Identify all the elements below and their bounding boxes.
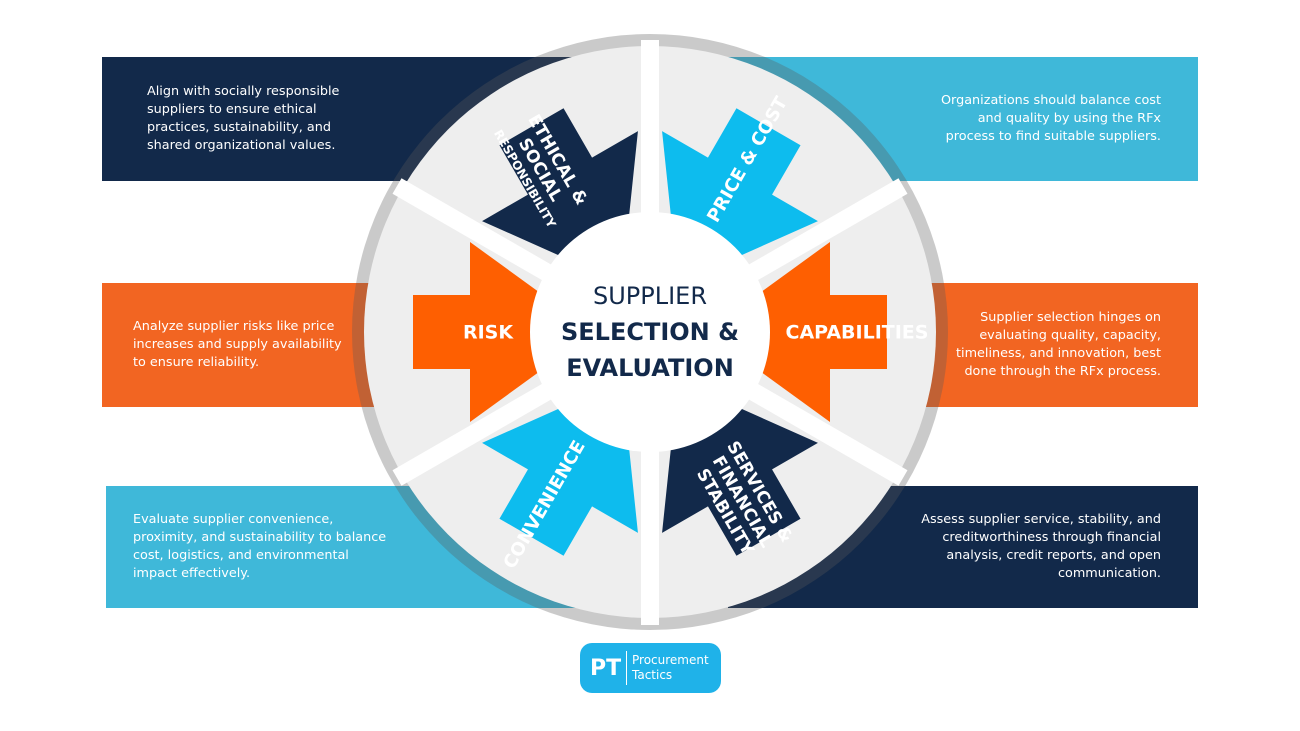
center-title-line3: EVALUATION bbox=[566, 354, 734, 382]
convenience-description: Evaluate supplier convenience, proximity… bbox=[133, 512, 387, 581]
logo-name: Procurement Tactics bbox=[632, 653, 709, 683]
center-title-line1: SUPPLIER bbox=[593, 282, 707, 310]
logo-divider bbox=[626, 651, 627, 685]
logo-name-line2: Tactics bbox=[632, 668, 673, 682]
capabilities-label: CAPABILITIES bbox=[786, 322, 929, 344]
capabilities-description: Supplier selection hinges on evaluating … bbox=[956, 310, 1161, 379]
procurement-tactics-logo: PT Procurement Tactics bbox=[580, 643, 721, 693]
logo-name-line1: Procurement bbox=[632, 653, 709, 667]
ethical-description: Align with socially responsible supplier… bbox=[147, 84, 340, 153]
logo-mark: PT bbox=[590, 655, 622, 681]
center-title-line2: SELECTION & bbox=[561, 318, 739, 346]
capabilities-arrow bbox=[706, 242, 887, 422]
risk-label: RISK bbox=[463, 322, 514, 344]
center-hub bbox=[530, 212, 770, 452]
risk-arrow bbox=[413, 242, 594, 422]
risk-description: Analyze supplier risks like price increa… bbox=[133, 319, 342, 370]
price-description: Organizations should balance cost and qu… bbox=[940, 93, 1161, 144]
services-description: Assess supplier service, stability, and … bbox=[921, 512, 1161, 581]
